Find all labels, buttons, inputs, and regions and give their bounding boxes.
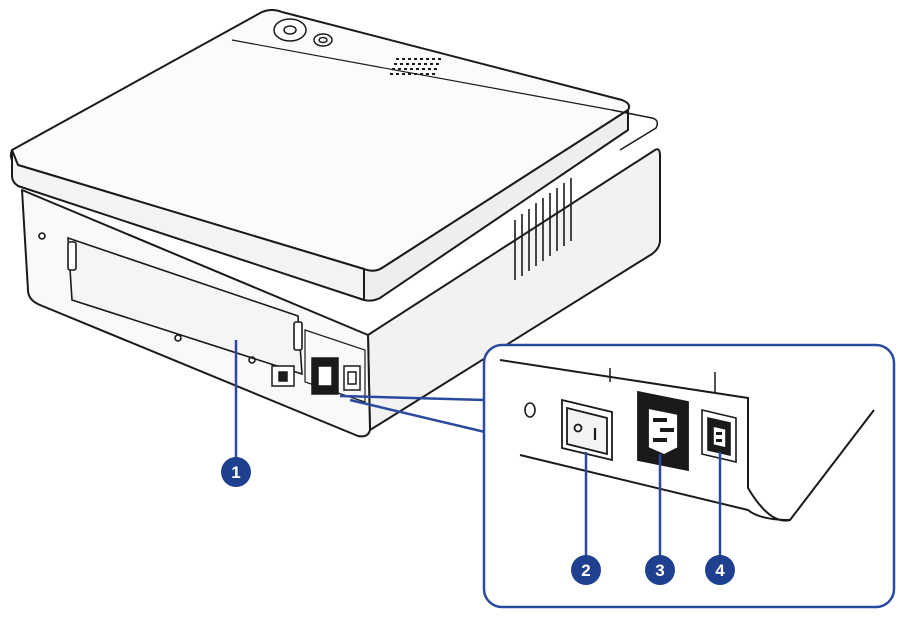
inset-callout-lines xyxy=(584,452,722,556)
inset-zoom-panel xyxy=(482,343,896,609)
callout-1-label: 1 xyxy=(231,463,240,482)
power-socket-icon xyxy=(637,390,689,472)
callout-3-badge xyxy=(645,555,675,585)
vent-grille-icon xyxy=(514,178,572,280)
callout-lines xyxy=(234,340,486,458)
callout-1-badge xyxy=(221,457,251,487)
callout-2-label: 2 xyxy=(581,561,590,580)
usb-port-icon xyxy=(701,408,737,464)
speaker-grille-icon xyxy=(390,58,441,75)
callout-2-badge xyxy=(571,555,601,585)
power-switch-icon xyxy=(561,398,613,462)
wps-button-icon xyxy=(313,33,333,47)
callout-3: 3 xyxy=(645,555,675,585)
callout-1: 1 xyxy=(221,457,251,487)
power-button-icon xyxy=(273,18,307,42)
callout-4-label: 4 xyxy=(715,561,725,580)
rear-port-area xyxy=(271,329,366,403)
printer-top-cover xyxy=(9,9,659,302)
callout-4: 4 xyxy=(705,555,735,585)
callout-3-label: 3 xyxy=(655,561,664,580)
callout-2: 2 xyxy=(571,555,601,585)
callout-4-badge xyxy=(705,555,735,585)
rear-cover-panel xyxy=(38,232,303,376)
